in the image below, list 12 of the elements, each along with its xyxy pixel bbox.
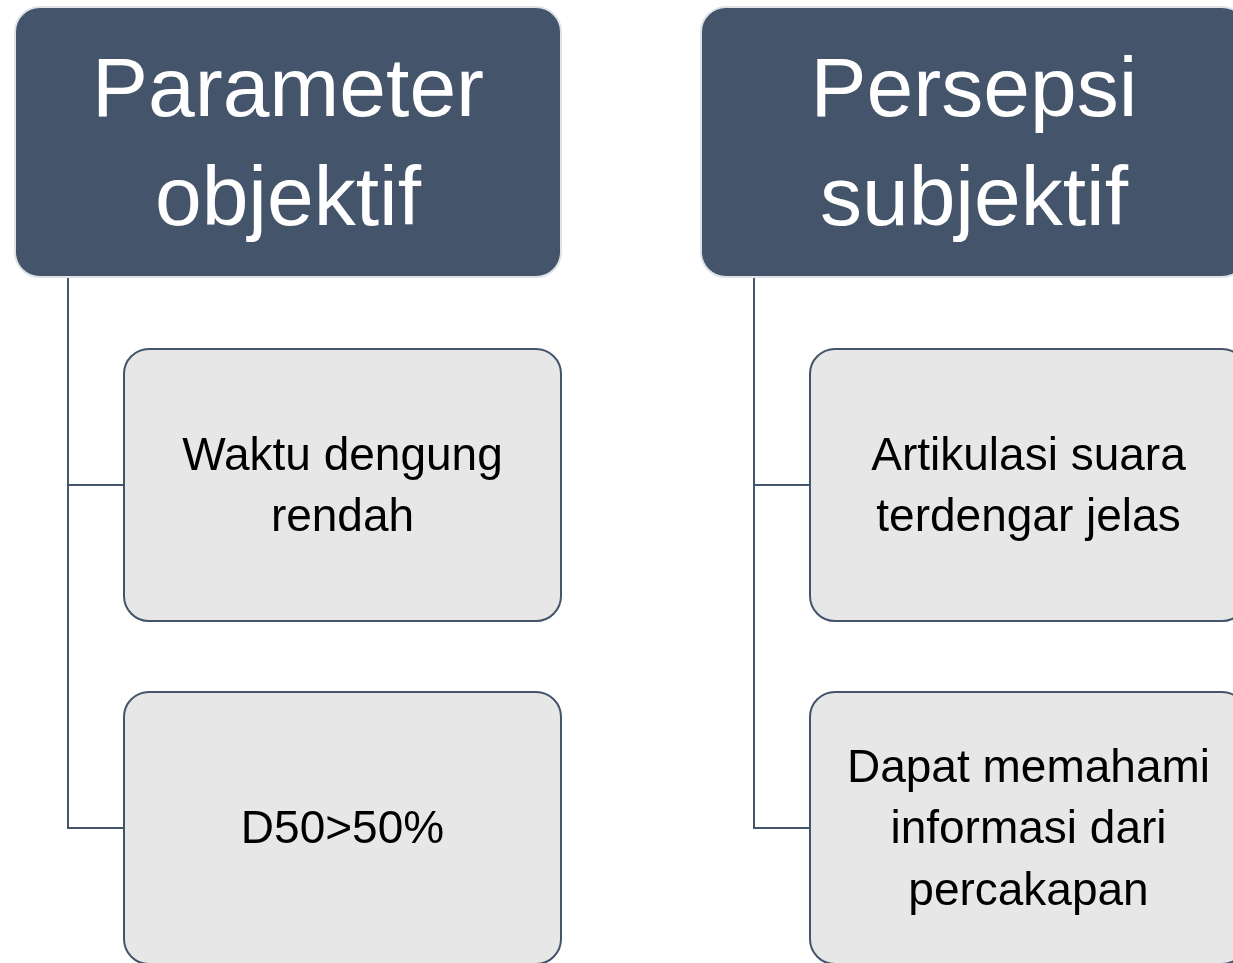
header-box [700,6,1233,278]
item-text: Dapat memahami informasi dari percakapan [845,739,1211,917]
item-box [123,691,562,963]
item-text: D50>50% [240,800,445,856]
item-box [809,348,1233,622]
item-box [123,348,562,622]
item-text: Artikulasi suara terdengar jelas [870,426,1187,543]
header-box [14,6,562,278]
item-text: Waktu dengung rendah [181,426,504,543]
header-text: Parameter objektif [90,38,486,245]
header-text: Persepsi subjektif [809,38,1139,245]
item-box [809,691,1233,963]
